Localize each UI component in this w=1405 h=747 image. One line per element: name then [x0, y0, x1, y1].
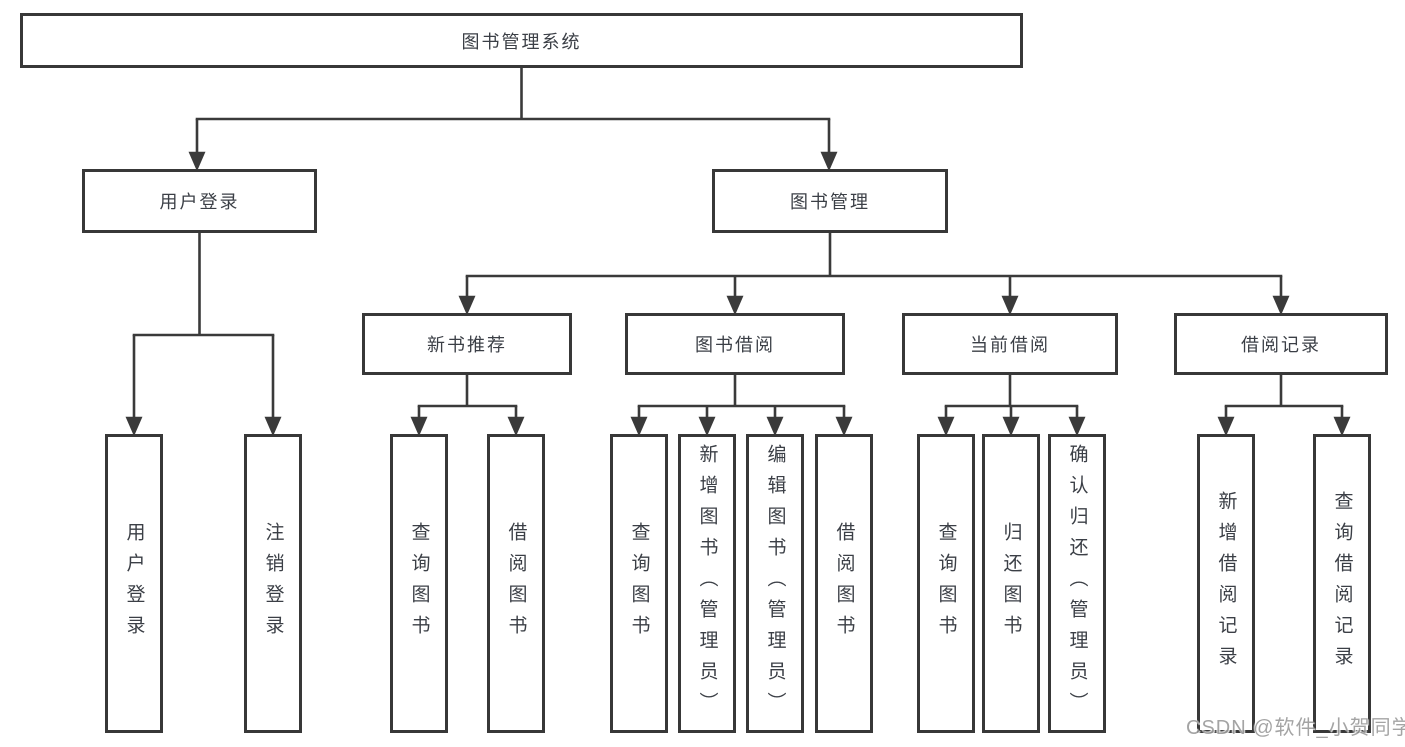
leaf-bb-borrow-books-label: 借阅图书: [833, 521, 855, 646]
leaf-bb-borrow-books: 借阅图书: [815, 434, 873, 733]
leaf-bb-edit-book-admin: 编辑图书（管理员）: [746, 434, 804, 733]
connector-current-borrowing-children: [937, 375, 1086, 437]
leaf-nbr-query-books: 查询图书: [390, 434, 448, 733]
leaf-cb-confirm-return-admin: 确认归还（管理员）: [1048, 434, 1106, 733]
leaf-nbr-borrow-books-label: 借阅图书: [505, 521, 527, 646]
leaf-logout: 注销登录: [244, 434, 302, 733]
leaf-br-add-record: 新增借阅记录: [1197, 434, 1255, 733]
node-book-management: 图书管理: [712, 169, 948, 233]
leaf-nbr-query-books-label: 查询图书: [408, 521, 430, 646]
node-user-login: 用户登录: [82, 169, 317, 233]
connector-book-borrowing-children: [630, 375, 853, 437]
connector-new-book-recommendation-children: [410, 375, 525, 437]
leaf-cb-confirm-return-admin-label: 确认归还（管理员）: [1066, 444, 1088, 723]
node-borrowing-records: 借阅记录: [1174, 313, 1388, 375]
leaf-cb-return-books: 归还图书: [982, 434, 1040, 733]
leaf-bb-query-books-label: 查询图书: [628, 521, 650, 646]
node-library-system: 图书管理系统: [20, 13, 1023, 68]
leaf-bb-edit-book-admin-label: 编辑图书（管理员）: [764, 444, 786, 723]
connector-book-management-children: [458, 233, 1290, 316]
node-new-book-recommendation: 新书推荐: [362, 313, 572, 375]
leaf-bb-add-book-admin-label: 新增图书（管理员）: [696, 444, 718, 723]
leaf-br-query-record-label: 查询借阅记录: [1331, 490, 1353, 677]
connector-root-to-level2: [188, 68, 838, 172]
leaf-cb-query-books: 查询图书: [917, 434, 975, 733]
leaf-nbr-borrow-books: 借阅图书: [487, 434, 545, 733]
csdn-watermark: CSDN @软件_小贺同学: [1186, 717, 1405, 739]
leaf-cb-query-books-label: 查询图书: [935, 521, 957, 646]
leaf-br-add-record-label: 新增借阅记录: [1215, 490, 1237, 677]
node-book-borrowing: 图书借阅: [625, 313, 845, 375]
leaf-bb-query-books: 查询图书: [610, 434, 668, 733]
leaf-cb-return-books-label: 归还图书: [1000, 521, 1022, 646]
node-current-borrowing: 当前借阅: [902, 313, 1118, 375]
leaf-logout-label: 注销登录: [262, 521, 284, 646]
connector-borrowing-records-children: [1217, 375, 1351, 437]
connector-user-login-children: [125, 233, 282, 437]
leaf-br-query-record: 查询借阅记录: [1313, 434, 1371, 733]
leaf-user-login-label: 用户登录: [123, 521, 145, 646]
leaf-user-login: 用户登录: [105, 434, 163, 733]
leaf-bb-add-book-admin: 新增图书（管理员）: [678, 434, 736, 733]
